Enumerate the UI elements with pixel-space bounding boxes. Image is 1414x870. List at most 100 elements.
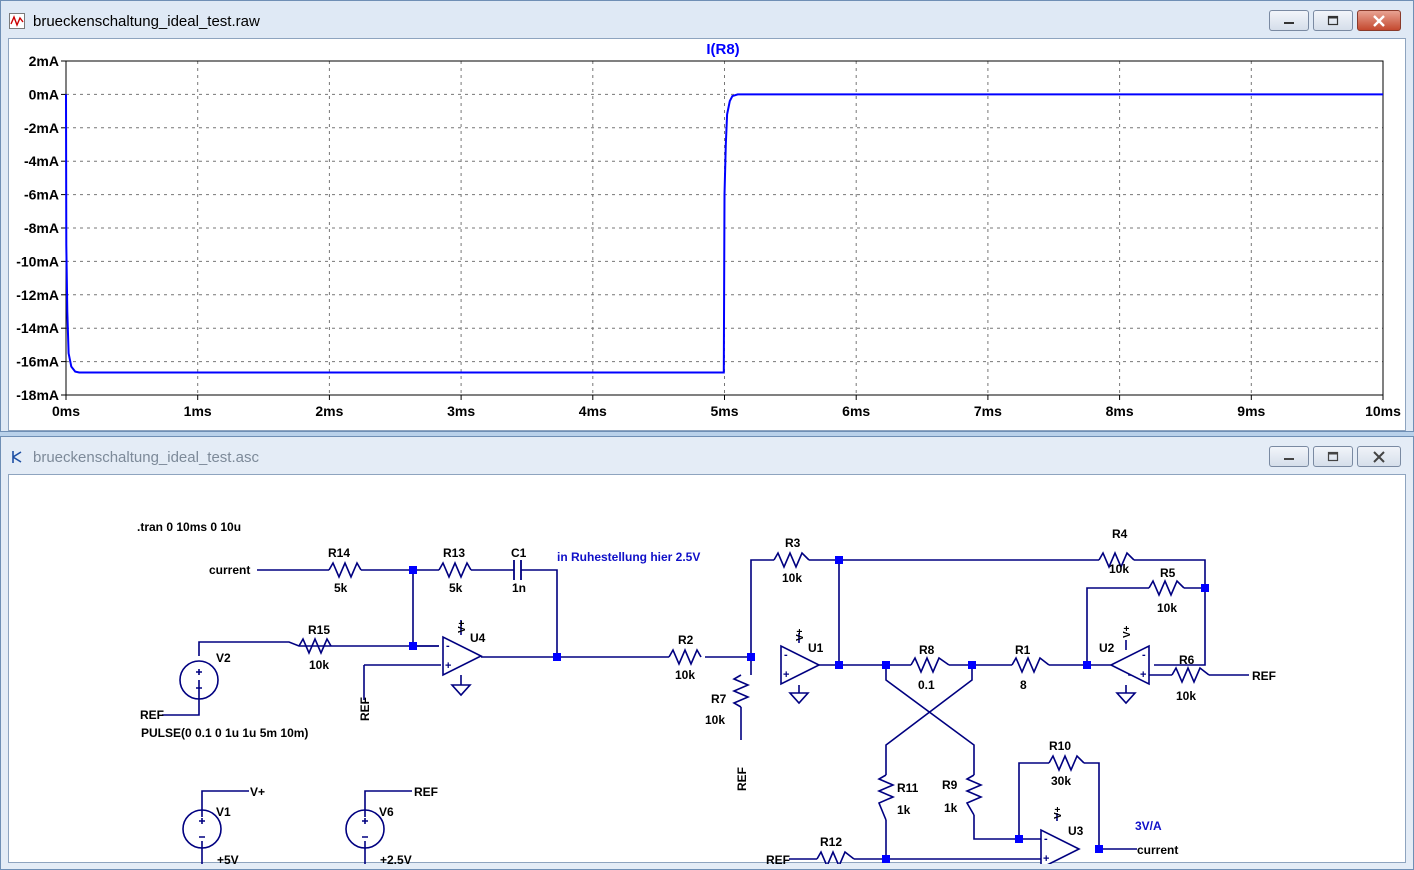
comp-r4-value[interactable]: 10k [1109, 562, 1129, 576]
comp-c1-name[interactable]: C1 [511, 546, 527, 560]
x-tick-label: 8ms [1106, 403, 1134, 419]
comp-r8-name[interactable]: R8 [919, 643, 935, 657]
comp-r10-value[interactable]: 30k [1051, 774, 1071, 788]
comp-r5-value[interactable]: 10k [1157, 601, 1177, 615]
comp-r1-value[interactable]: 8 [1020, 678, 1027, 692]
comp-c1-value[interactable]: 1n [512, 581, 526, 595]
waveform-titlebar[interactable]: brueckenschaltung_ideal_test.raw [1, 1, 1413, 39]
comp-v6-name[interactable]: V6 [379, 805, 394, 819]
x-tick-label: 4ms [579, 403, 607, 419]
series-line-i-r8 [65, 93, 1383, 374]
comp-r11-value[interactable]: 1k [897, 803, 911, 817]
comp-r10-name[interactable]: R10 [1049, 739, 1071, 753]
svg-text:+: + [445, 660, 451, 672]
comp-r1-name[interactable]: R1 [1015, 643, 1031, 657]
comp-v2-name[interactable]: V2 [216, 651, 231, 665]
waveform-window[interactable]: brueckenschaltung_ideal_test.raw I(R8) 2… [0, 0, 1414, 432]
y-tick-label: 0mA [29, 86, 59, 102]
schematic-app-icon [12, 451, 22, 463]
comp-u4-name[interactable]: U4 [470, 631, 486, 645]
wires [162, 559, 1249, 864]
maximize-button[interactable] [1313, 446, 1353, 467]
comp-u1-name[interactable]: U1 [808, 641, 824, 655]
voltage-sources [179, 660, 385, 849]
pin-label-vplus-u4: V+ [457, 620, 468, 633]
schematic-canvas[interactable]: .tran 0 10ms 0 10u current REF PULSE(0 0… [9, 475, 1407, 864]
y-tick-label: -16mA [16, 354, 59, 370]
net-label-current-out: current [1137, 843, 1178, 857]
comp-r9-value[interactable]: 1k [944, 801, 958, 815]
y-axis-ticks: 2mA0mA-2mA-4mA-6mA-8mA-10mA-12mA-14mA-16… [16, 53, 66, 403]
svg-text:+: + [783, 669, 789, 681]
y-tick-label: -4mA [24, 153, 59, 169]
net-label-ref-r7: REF [735, 767, 749, 791]
svg-text:+: + [1043, 853, 1049, 864]
svg-text:-: - [1044, 833, 1048, 845]
x-tick-label: 3ms [447, 403, 475, 419]
comp-r2-value[interactable]: 10k [675, 668, 695, 682]
maximize-button[interactable] [1313, 10, 1353, 31]
svg-text:-: - [446, 640, 450, 652]
comp-v1-name[interactable]: V1 [216, 805, 231, 819]
comp-r14-name[interactable]: R14 [328, 546, 350, 560]
net-label-vplus: V+ [250, 785, 265, 799]
junction-dots [409, 556, 1209, 863]
comp-r7-value[interactable]: 10k [705, 713, 725, 727]
close-button[interactable] [1357, 446, 1401, 467]
comp-r7-name[interactable]: R7 [711, 692, 727, 706]
comp-u2-name[interactable]: U2 [1099, 641, 1115, 655]
x-tick-label: 5ms [710, 403, 738, 419]
comp-r9-name[interactable]: R9 [942, 778, 958, 792]
comp-r3-value[interactable]: 10k [782, 571, 802, 585]
comp-r2-name[interactable]: R2 [678, 633, 694, 647]
comp-r13-name[interactable]: R13 [443, 546, 465, 560]
comp-r8-value[interactable]: 0.1 [918, 678, 935, 692]
sim-directive[interactable]: .tran 0 10ms 0 10u [137, 520, 241, 534]
pulse-spec[interactable]: PULSE(0 0.1 0 1u 1u 5m 10m) [141, 726, 308, 740]
minimize-icon [1284, 457, 1294, 460]
minimize-icon [1284, 21, 1294, 24]
comp-u3-name[interactable]: U3 [1068, 824, 1084, 838]
comp-r6-value[interactable]: 10k [1176, 689, 1196, 703]
comp-v1-value[interactable]: +5V [217, 853, 239, 864]
minimize-button[interactable] [1269, 446, 1309, 467]
close-button[interactable] [1357, 10, 1401, 31]
svg-text:-: - [784, 649, 788, 661]
trace-label[interactable]: I(R8) [706, 41, 739, 58]
close-icon [1373, 450, 1385, 463]
capacitor-c1 [513, 560, 522, 580]
minimize-button[interactable] [1269, 10, 1309, 31]
schematic-pane[interactable]: .tran 0 10ms 0 10u current REF PULSE(0 0… [8, 474, 1407, 864]
y-tick-label: -14mA [16, 320, 59, 336]
comp-r5-name[interactable]: R5 [1160, 566, 1176, 580]
comp-r14-value[interactable]: 5k [334, 581, 348, 595]
close-icon [1373, 14, 1385, 27]
net-label-ref-r6: REF [1252, 669, 1276, 683]
schematic-titlebar[interactable]: brueckenschaltung_ideal_test.asc [1, 437, 1413, 475]
comp-r15-name[interactable]: R15 [308, 623, 330, 637]
svg-text:+: + [1140, 669, 1146, 681]
waveform-plot[interactable]: I(R8) 2mA0mA-2mA-4mA-6mA-8mA-10mA-12mA-1… [9, 39, 1407, 432]
comp-v6-value[interactable]: +2.5V [380, 853, 412, 864]
net-label-ref-v2: REF [140, 708, 164, 722]
pin-label-vplus-u2: V+ [1122, 625, 1133, 638]
comp-r15-value[interactable]: 10k [309, 658, 329, 672]
x-tick-label: 7ms [974, 403, 1002, 419]
comp-r6-name[interactable]: R6 [1179, 653, 1195, 667]
x-tick-label: 9ms [1237, 403, 1265, 419]
comment-gain[interactable]: 3V/A [1135, 819, 1162, 833]
net-label-ref-r12: REF [766, 853, 790, 864]
y-tick-label: -10mA [16, 253, 59, 269]
y-tick-label: -12mA [16, 287, 59, 303]
opamp-pin-signs: -+ -+ -+ -+ [445, 640, 1146, 864]
comment-ruhestellung[interactable]: in Ruhestellung hier 2.5V [557, 550, 700, 564]
comp-r4-name[interactable]: R4 [1112, 527, 1128, 541]
comp-r13-value[interactable]: 5k [449, 581, 463, 595]
schematic-window[interactable]: brueckenschaltung_ideal_test.asc [0, 436, 1414, 870]
comp-r12-name[interactable]: R12 [820, 835, 842, 849]
comp-r3-name[interactable]: R3 [785, 536, 801, 550]
pin-label-vplus-u1: V+ [795, 628, 806, 641]
comp-r11-name[interactable]: R11 [897, 781, 919, 795]
